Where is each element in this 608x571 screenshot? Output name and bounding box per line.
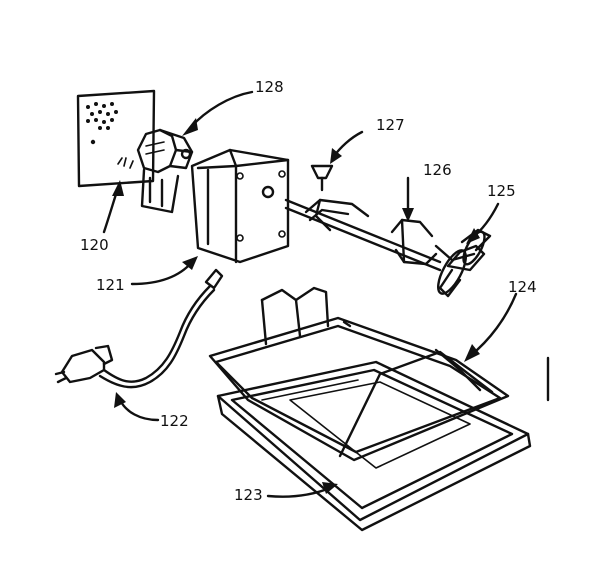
leader-lines xyxy=(102,90,518,498)
rotisserie-motor xyxy=(136,128,194,214)
wall-plate xyxy=(76,89,156,188)
drip-pan xyxy=(216,360,532,532)
part-number-122: 122 xyxy=(160,412,189,430)
part-number-121: 121 xyxy=(96,276,125,294)
spit-rod-assembly xyxy=(284,198,492,298)
power-cord xyxy=(54,268,224,389)
part-number-128: 128 xyxy=(255,78,284,96)
part-number-125: 125 xyxy=(487,182,516,200)
part-number-127: 127 xyxy=(376,116,405,134)
part-number-123: 123 xyxy=(234,486,263,504)
wire-rack xyxy=(208,286,510,462)
motor-housing xyxy=(190,148,290,264)
part-number-120: 120 xyxy=(80,236,109,254)
part-number-126: 126 xyxy=(423,161,452,179)
thumb-screw xyxy=(310,164,334,192)
part-number-124: 124 xyxy=(508,278,537,296)
